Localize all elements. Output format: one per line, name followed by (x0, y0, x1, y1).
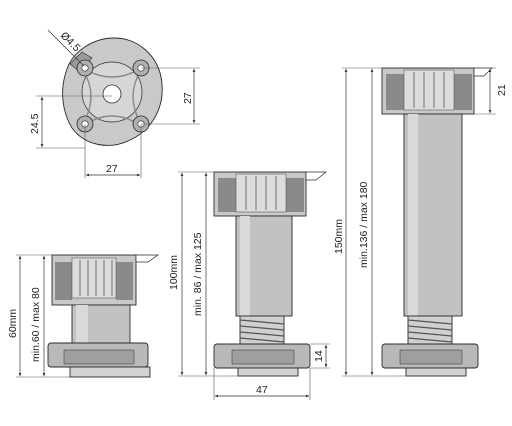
hole-diameter-dimension: Ø4.5 (47, 30, 85, 67)
foot-medium-base-dimension: 47 (213, 368, 311, 400)
foot-tall-thread (407, 315, 453, 345)
center-hole (102, 84, 122, 104)
foot-tall-height-label: 150mm (333, 219, 345, 254)
height-right-dimension: 27 (141, 67, 200, 125)
offset-left-dimension: 24.5 (29, 95, 112, 149)
foot-medium-height-label: 100mm (168, 255, 180, 290)
foot-tall-cap (381, 67, 493, 115)
foot-medium-base-label: 47 (256, 384, 268, 396)
foot-small-base (47, 342, 151, 378)
foot-small-height-label: 60mm (7, 309, 19, 338)
foot-medium-thread-dimension: 14 (310, 343, 330, 369)
foot-small-height-dimension: 60mm min.60 / max 80 (7, 254, 70, 378)
foot-medium: 100mm min. 86 / max 125 14 47 (168, 171, 330, 400)
width-bottom-dimension: 27 (84, 124, 142, 178)
foot-small-shaft (71, 304, 131, 344)
foot-tall-height-dimension: 150mm min.136 / max 180 (333, 67, 406, 377)
foot-tall-range-label: min.136 / max 180 (358, 181, 370, 268)
foot-medium-base (213, 343, 311, 377)
foot-tall-shaft (403, 113, 463, 317)
foot-medium-range-label: min. 86 / max 125 (192, 232, 204, 316)
foot-medium-thread-label: 14 (313, 350, 325, 362)
foot-medium-height-dimension: 100mm min. 86 / max 125 (168, 171, 238, 377)
foot-small-range-label: min.60 / max 80 (30, 287, 42, 362)
foot-tall-base (381, 343, 479, 377)
foot-tall-cap-dimension: 21 (474, 67, 508, 115)
foot-medium-shaft (235, 215, 293, 317)
foot-small-cap (51, 254, 160, 306)
foot-medium-thread (239, 315, 285, 345)
hole-diameter-label: Ø4.5 (58, 30, 83, 55)
width-bottom-label: 27 (106, 163, 118, 175)
foot-tall: 150mm min.136 / max 180 21 (333, 67, 508, 377)
height-right-label: 27 (182, 92, 194, 104)
foot-medium-cap (213, 171, 327, 217)
offset-left-label: 24.5 (29, 113, 41, 134)
foot-small: 60mm min.60 / max 80 (7, 254, 160, 378)
top-view: Ø4.5 27 27 24.5 (29, 30, 200, 178)
foot-tall-cap-label: 21 (496, 84, 508, 96)
